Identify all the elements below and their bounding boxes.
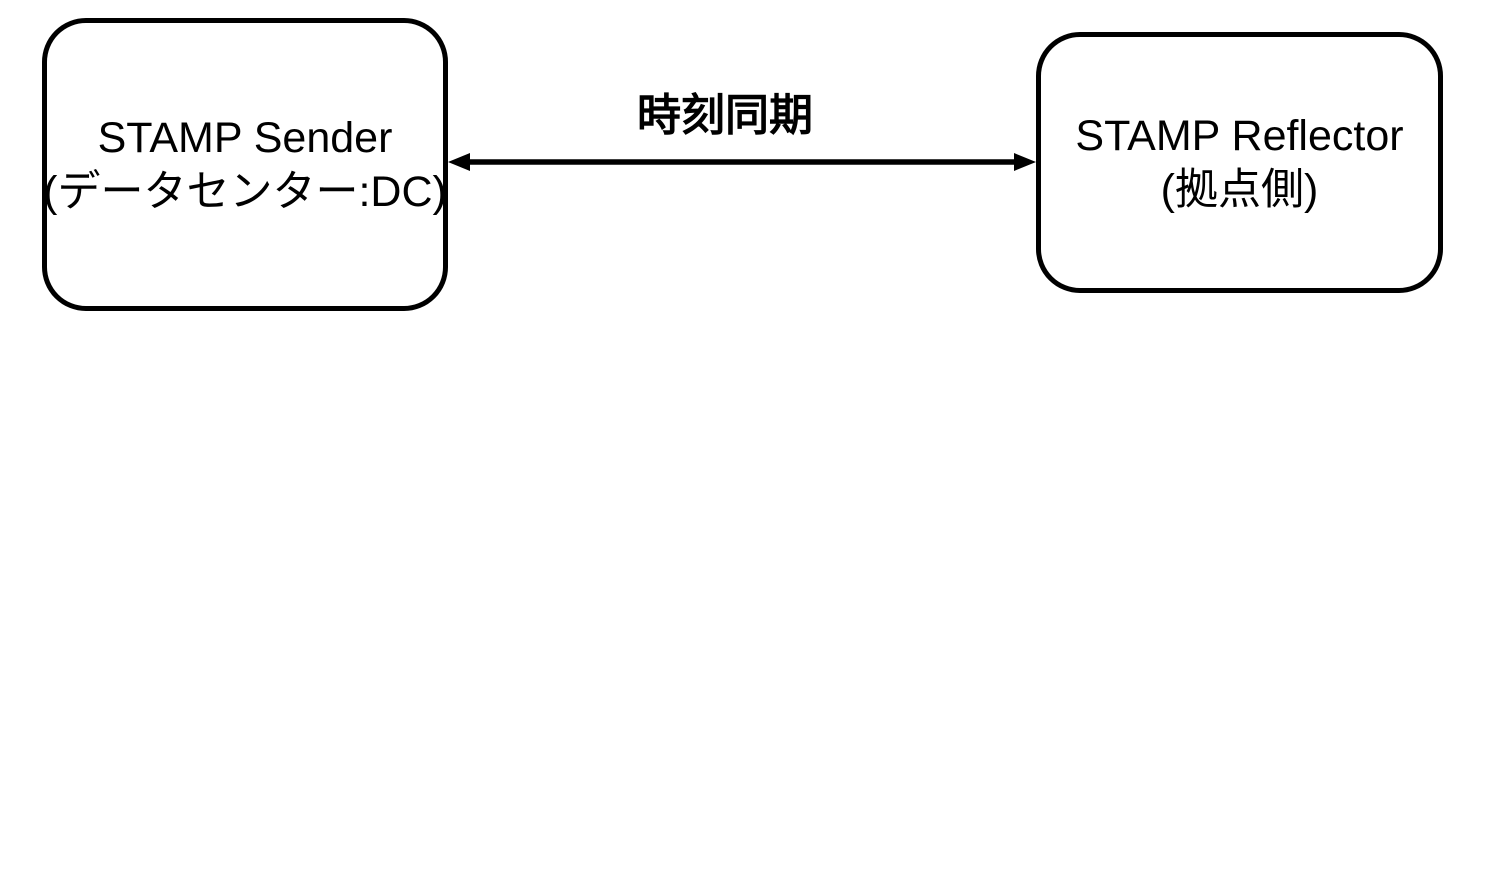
- node-stamp-sender-line1: STAMP Sender: [97, 113, 393, 162]
- node-stamp-reflector: STAMP Reflector (拠点側): [1036, 32, 1443, 293]
- node-stamp-sender-label: STAMP Sender (データセンター:DC): [43, 111, 447, 219]
- node-stamp-sender-line2: (データセンター:DC): [43, 167, 447, 216]
- node-stamp-reflector-line1: STAMP Reflector: [1075, 111, 1404, 160]
- node-stamp-sender: STAMP Sender (データセンター:DC): [42, 18, 448, 311]
- connector-label-time-sync: 時刻同期: [637, 91, 813, 140]
- time-sync-connector: [448, 147, 1036, 177]
- double-arrow-icon: [448, 153, 1036, 171]
- node-stamp-reflector-label: STAMP Reflector (拠点側): [1075, 109, 1403, 217]
- node-stamp-reflector-line2: (拠点側): [1160, 165, 1319, 214]
